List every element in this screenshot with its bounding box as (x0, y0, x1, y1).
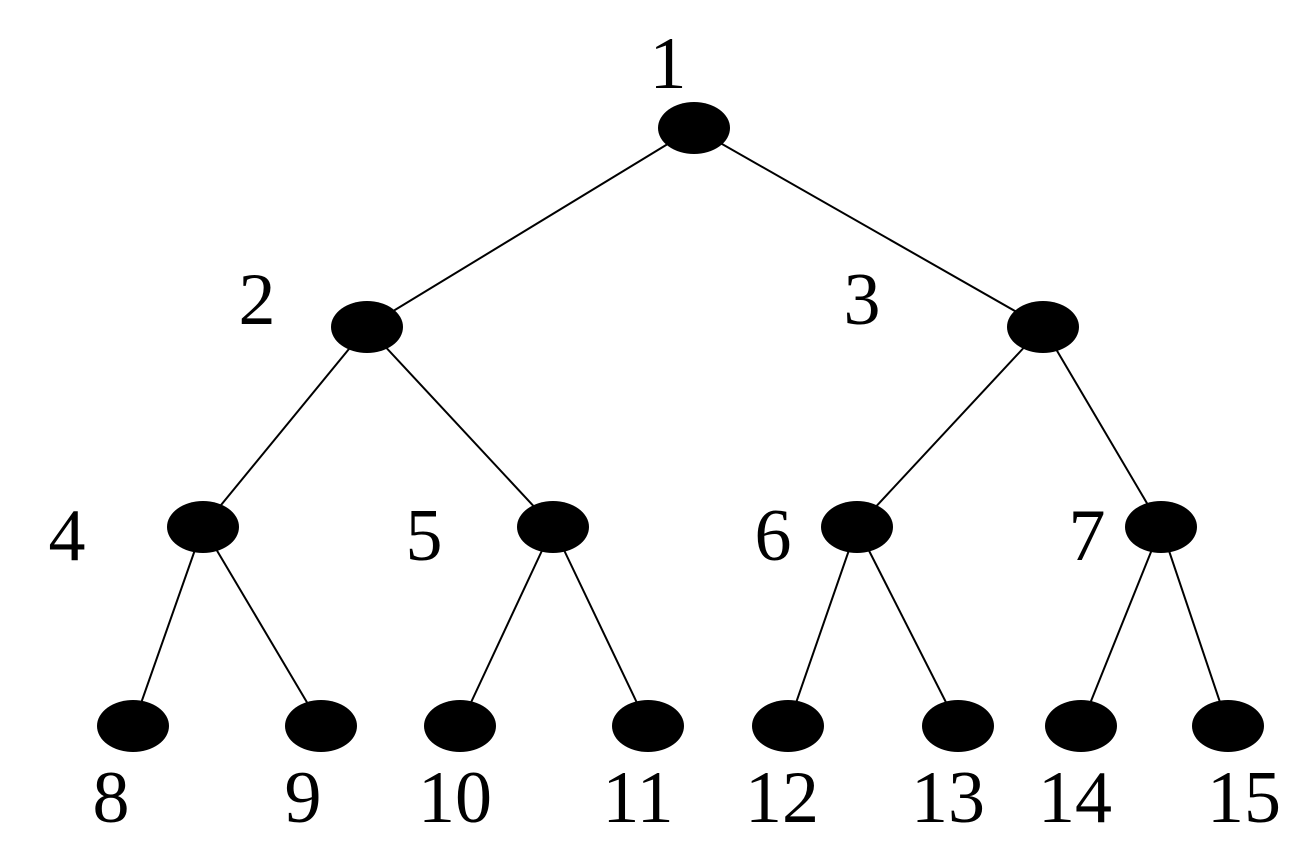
node-label-8: 8 (93, 757, 130, 839)
edge-3-6 (856, 326, 1044, 528)
tree-node-11 (612, 700, 684, 752)
edge-4-9 (202, 526, 322, 727)
tree-node-12 (752, 700, 824, 752)
tree-node-5 (517, 501, 589, 553)
edge-5-10 (459, 526, 554, 727)
node-label-11: 11 (602, 757, 673, 839)
edge-7-14 (1080, 526, 1162, 727)
node-label-10: 10 (418, 757, 492, 839)
tree-node-2 (331, 301, 403, 353)
edge-7-15 (1160, 526, 1229, 727)
edge-2-5 (366, 326, 554, 528)
node-label-14: 14 (1038, 757, 1112, 839)
tree-node-13 (922, 700, 994, 752)
node-label-15: 15 (1207, 757, 1281, 839)
edge-1-2 (366, 127, 695, 328)
tree-node-9 (285, 700, 357, 752)
tree-node-15 (1192, 700, 1264, 752)
node-label-6: 6 (755, 495, 792, 577)
node-label-5: 5 (406, 495, 443, 577)
node-label-7: 7 (1069, 495, 1106, 577)
tree-node-8 (97, 700, 169, 752)
edge-4-8 (132, 526, 204, 727)
edge-3-7 (1042, 326, 1162, 528)
tree-node-3 (1007, 301, 1079, 353)
tree-nodes (97, 102, 1264, 752)
tree-node-4 (167, 501, 239, 553)
node-label-2: 2 (239, 259, 276, 341)
tree-node-10 (424, 700, 496, 752)
node-label-4: 4 (49, 495, 86, 577)
node-label-12: 12 (745, 757, 819, 839)
edge-1-3 (693, 127, 1044, 328)
edge-6-12 (787, 526, 858, 727)
tree-node-7 (1125, 501, 1197, 553)
tree-node-6 (821, 501, 893, 553)
tree-node-14 (1045, 700, 1117, 752)
edge-5-11 (552, 526, 649, 727)
node-label-9: 9 (285, 757, 322, 839)
node-label-3: 3 (844, 259, 881, 341)
node-label-13: 13 (911, 757, 985, 839)
edge-2-4 (202, 326, 368, 528)
tree-node-1 (658, 102, 730, 154)
tree-edges (132, 127, 1229, 727)
node-label-1: 1 (650, 23, 687, 105)
edge-6-13 (856, 526, 959, 727)
